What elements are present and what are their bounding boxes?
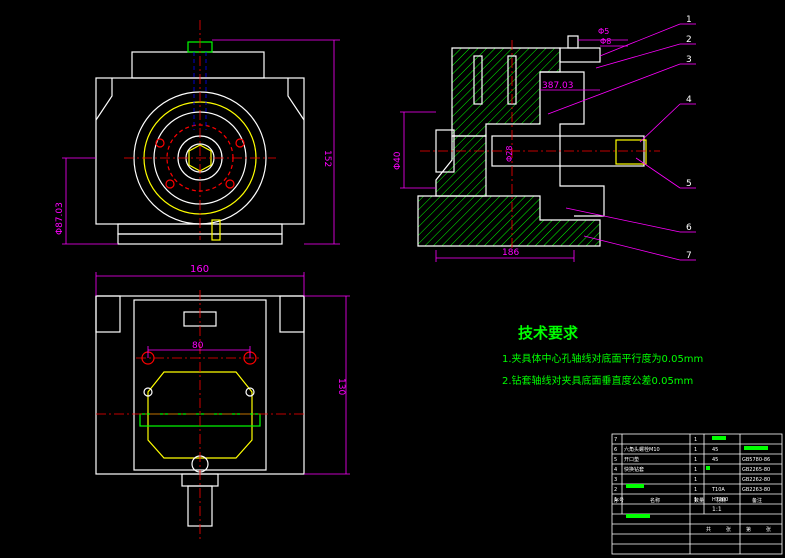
dim-center-height: Φ87.03 — [55, 202, 65, 235]
front-bolt-hole-4 — [225, 179, 235, 189]
tb-row-3-std: GB2262-80 — [742, 477, 770, 483]
tb-row-5-qty: 1 — [694, 457, 697, 463]
dim-side-hole-1: Φ5 — [598, 27, 609, 36]
plan-left-step — [95, 295, 121, 333]
tb-row-2-qty: 1 — [694, 487, 697, 493]
tb-row-2-std: GB2263-80 — [742, 487, 770, 493]
tb-row-4-name: 快换钻套 — [624, 466, 644, 473]
plan-centerlines — [96, 290, 304, 540]
side-nut — [435, 129, 455, 173]
tb-header-std: 备注 — [752, 497, 762, 504]
tech-req-title: 技术要求 — [518, 324, 579, 342]
side-lower-section — [417, 195, 601, 247]
tb-sheet-1: 共 — [706, 526, 711, 533]
tb-row-5-no: 5 — [614, 457, 617, 463]
side-top-clamp — [559, 47, 601, 63]
front-top-block — [131, 51, 265, 79]
plan-right-step — [279, 295, 305, 333]
dim-overall-height: 152 — [322, 150, 332, 167]
dim-side-hole-2: Φ8 — [600, 37, 611, 46]
tb-row-4-qty: 1 — [694, 467, 697, 473]
front-lower-pin — [211, 219, 221, 241]
tb-row-6-no: 6 — [614, 447, 617, 453]
leaders — [547, 23, 696, 261]
plan-view — [95, 295, 305, 527]
tb-row-2-no: 2 — [614, 487, 617, 493]
tb-header-no: 序号 — [614, 497, 624, 504]
tb-row-4-no: 4 — [614, 467, 617, 473]
tb-sheet-2: 张 — [726, 526, 731, 533]
front-chamfer-right — [287, 78, 305, 121]
side-arm — [540, 71, 605, 217]
tb-row-4-std: GB2265-80 — [742, 467, 770, 473]
side-body-section — [451, 47, 561, 137]
dim-side-shaft: Φ28 — [505, 146, 514, 162]
title-block-fills — [626, 436, 768, 518]
tb-header-qty: 数量 — [694, 497, 704, 504]
tech-req-item-1: 1.夹具体中心孔轴线对底面平行度为0.05mm — [502, 352, 703, 365]
plan-fixture-arm — [147, 371, 253, 459]
balloon-5: 5 — [686, 179, 692, 189]
dim-side-center: 387.03 — [542, 81, 574, 91]
balloon-2: 2 — [686, 35, 692, 45]
tb-row-7-no: 7 — [614, 437, 617, 443]
tb-row-1-mat: HT200 — [712, 497, 728, 503]
side-screw — [567, 35, 579, 49]
plan-hole-lower-right — [245, 387, 255, 397]
balloon-6: 6 — [686, 223, 692, 233]
balloon-3: 3 — [686, 55, 692, 65]
tb-sheet-3: 第 — [746, 526, 751, 533]
tb-row-7-qty: 1 — [694, 437, 697, 443]
front-bolt-hole-1 — [155, 138, 165, 148]
tb-row-3-qty: 1 — [694, 477, 697, 483]
front-bolt-hole-3 — [165, 179, 175, 189]
tb-header-name: 名称 — [650, 497, 660, 504]
front-dims — [62, 39, 340, 245]
plan-dims — [95, 272, 350, 475]
side-vertical-bolt — [473, 55, 483, 105]
balloon-4: 4 — [686, 95, 692, 105]
tb-row-6-qty: 1 — [694, 447, 697, 453]
dim-overall-width: 160 — [190, 264, 209, 275]
front-hidden-lines — [193, 52, 207, 130]
tb-row-3-no: 3 — [614, 477, 617, 483]
tb-row-5-std: GB5780-86 — [742, 457, 770, 463]
tb-row-6-name: 六角头螺栓M10 — [624, 446, 660, 453]
tb-sheet-4: 张 — [766, 526, 771, 533]
tb-row-2-mat: T10A — [711, 487, 725, 493]
tb-scale: 1:1 — [712, 506, 722, 513]
tb-row-6-mat: 45 — [712, 447, 718, 453]
side-view — [417, 35, 647, 247]
tb-header-mat: 材料 — [716, 497, 726, 504]
tb-row-5-mat: 45 — [712, 457, 718, 463]
front-foot — [117, 233, 283, 245]
dim-side-bore: Φ40 — [393, 151, 403, 170]
tb-row-1-no: 1 — [614, 497, 617, 503]
side-centerlines — [420, 40, 660, 250]
front-centerlines — [124, 20, 276, 240]
balloon-1: 1 — [686, 15, 692, 25]
front-bolt-hole-2 — [235, 138, 245, 148]
side-dims — [400, 39, 628, 262]
dim-side-base: 186 — [502, 248, 519, 258]
tb-row-1-qty: 1 — [694, 497, 697, 503]
tech-req-item-2: 2.钻套轴线对夹具底面垂直度公差0.05mm — [502, 374, 693, 387]
front-chamfer-left — [95, 78, 113, 121]
plan-hole-lower-left — [143, 387, 153, 397]
balloon-7: 7 — [686, 251, 692, 261]
dim-plan-depth: 130 — [336, 378, 346, 395]
side-bushing — [615, 139, 647, 165]
side-web-section — [435, 135, 487, 197]
tb-row-5-name: 开口垫 — [624, 456, 639, 463]
dim-hole-spacing: 80 — [192, 341, 204, 351]
